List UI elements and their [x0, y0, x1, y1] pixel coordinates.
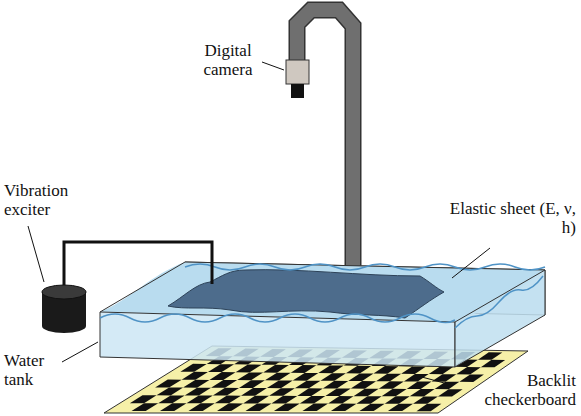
checker-cell [410, 389, 435, 396]
tank-label: Water tank [4, 352, 60, 389]
checker-cell [183, 380, 209, 388]
checker-cell [245, 403, 271, 411]
checker-cell [354, 389, 379, 397]
exciter-wire [64, 242, 212, 290]
checker-cell [213, 388, 239, 396]
checker-cell [185, 388, 211, 396]
checker-cell [239, 380, 265, 388]
camera-lens [291, 84, 304, 98]
camera-stand-outline [297, 10, 353, 305]
checker-cell [155, 380, 182, 388]
checker-cell [241, 388, 267, 396]
checker-cell [325, 388, 350, 396]
checker-cell [188, 403, 214, 411]
checker-cell [157, 388, 184, 396]
checker-cell [182, 372, 208, 380]
checker-cell [187, 396, 213, 404]
checker-cell [267, 380, 293, 388]
checker-cell [265, 373, 291, 381]
checker-cell [348, 373, 373, 381]
checker-cell [331, 404, 356, 411]
elastic-sheet [168, 270, 444, 318]
checker-cell [416, 404, 441, 411]
checker-cell [211, 380, 237, 388]
tank-front [100, 312, 455, 367]
checker-cell [328, 396, 353, 404]
checker-cell [459, 374, 484, 381]
checker-cell [297, 388, 323, 396]
checker-cell [208, 364, 234, 372]
board-label: Backlit checkerboard [450, 372, 576, 409]
checker-cell [300, 396, 326, 404]
leader-lines [28, 62, 490, 384]
checker-cell [269, 388, 295, 396]
wave-line [100, 314, 455, 323]
checker-cell [379, 381, 404, 389]
checker-cell [356, 396, 381, 403]
checker-cell [456, 367, 481, 374]
checker-cell [215, 396, 241, 404]
checker-cell [131, 403, 158, 411]
checker-cell [217, 403, 243, 411]
checker-cell [435, 382, 460, 389]
checker-cell [346, 366, 371, 374]
checker-cell [158, 395, 185, 403]
checker-cell [209, 372, 235, 380]
checker-cell [271, 396, 297, 404]
checker-cell [243, 396, 269, 404]
checker-cell [374, 366, 399, 374]
wave-line [455, 276, 543, 328]
checker-cell [388, 404, 413, 411]
checker-cell [295, 381, 321, 389]
checker-cell [478, 352, 502, 360]
checker-cell [291, 365, 317, 373]
checker-cell [401, 366, 426, 374]
checker-cell [359, 404, 384, 411]
checker-cell [385, 396, 410, 403]
checker-cell [351, 381, 376, 389]
sheet-label: Elastic sheet (E, ν, h) [440, 200, 576, 237]
tank-side [455, 270, 545, 367]
checker-cell [429, 367, 454, 375]
checker-cell [236, 364, 262, 372]
checker-cell [263, 365, 289, 373]
wave-line [185, 264, 545, 270]
checker-cell [180, 364, 206, 372]
checker-cell [438, 389, 463, 396]
checker-cell [293, 373, 319, 381]
checker-cell [160, 403, 187, 411]
exciter-top [42, 285, 86, 299]
checker-cell [237, 372, 263, 380]
camera-stand [297, 10, 353, 305]
checker-cell [407, 381, 432, 388]
checker-cell [376, 374, 401, 382]
checker-cell [274, 403, 300, 411]
checker-cell [323, 381, 348, 389]
exciter-label: Vibration exciter [4, 182, 84, 219]
checker-cell [481, 360, 505, 367]
checker-cell [302, 404, 328, 412]
checker-cell [321, 373, 346, 381]
checker-cell [413, 396, 438, 403]
camera-label: Digital camera [196, 42, 260, 79]
checker-cell [382, 389, 407, 396]
camera-body [286, 60, 309, 84]
checker-cell [318, 365, 343, 373]
checker-cell [130, 395, 157, 403]
